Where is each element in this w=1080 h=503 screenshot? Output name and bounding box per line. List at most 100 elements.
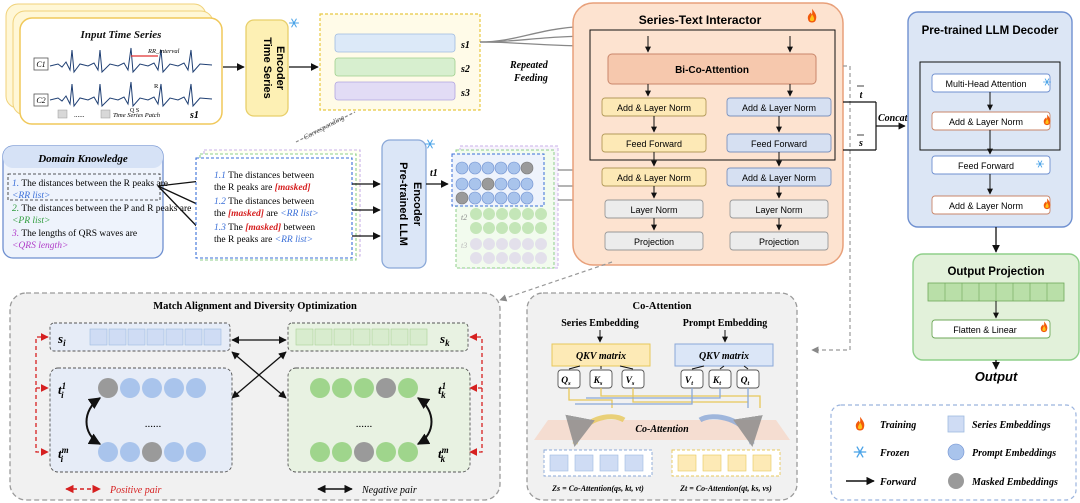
domain-knowledge-title: Domain Knowledge [37, 153, 128, 165]
masked-embedding-swatch [948, 473, 964, 489]
rr-interval-label: RR_interval [147, 48, 180, 55]
bi-co-attention-label: Bi-Co-Attention [675, 65, 749, 76]
knowledge-item-2-tag: <PR list> [12, 216, 50, 226]
series-token-s2: s2 [460, 64, 470, 75]
prompt-embedding-swatch [947, 443, 965, 461]
ti1-embeddings [98, 378, 206, 398]
positive-pair-label: Positive pair [109, 485, 161, 496]
negative-pair-label: Negative pair [361, 485, 417, 496]
decoder-feed-forward: Feed Forward [958, 161, 1014, 171]
co-attention-title: Co-Attention [633, 301, 692, 312]
tk1-embeddings [310, 378, 418, 398]
inner-co-attention-label: Co-Attention [635, 424, 689, 435]
interactor-title: Series-Text Interactor [639, 13, 762, 27]
legend-training: Training [880, 420, 916, 431]
t2-rows [470, 208, 547, 234]
left-layer-norm: Layer Norm [630, 205, 677, 215]
ts-encoder-line1: Time Series [261, 37, 273, 99]
series-text-interactor: Series-Text Interactor Bi-Co-Attention A… [572, 2, 844, 266]
si-label: si [57, 331, 66, 348]
knowledge-item-3: 3. The lengths of QRS waves are [11, 228, 137, 239]
patch-dots: ...... [74, 111, 85, 119]
llm-encoder-line2: Encoder [411, 182, 423, 227]
prompt-1-line1: 1.1 The distances between [214, 171, 314, 181]
time-series-encoder: Time Series Encoder [245, 18, 300, 117]
ti-dots: ...... [145, 418, 162, 430]
concat-section: t s Concat [843, 85, 909, 151]
right-feed-forward: Feed Forward [751, 139, 807, 149]
si-embeddings [89, 328, 222, 346]
r-peak-label: R [154, 83, 159, 90]
vt-box: Vt [685, 376, 693, 387]
t-bar-label: t [860, 90, 864, 101]
prompt-embedding-label: Prompt Embedding [683, 318, 768, 329]
left-add-norm-1: Add & Layer Norm [617, 103, 691, 113]
qkv-series-label: QKV matrix [576, 351, 626, 362]
co-attention-plane [534, 420, 790, 440]
qrs-label: Q S [130, 108, 139, 114]
knowledge-item-2: 2. The distances between the P and R pea… [12, 204, 191, 214]
t3-rows [470, 238, 547, 264]
legend-forward: Forward [879, 477, 917, 488]
zt-embeddings [677, 454, 772, 472]
t2-token-label: t2 [461, 213, 467, 222]
legend-panel: Training Frozen Forward Series Embedding… [830, 404, 1077, 501]
prompt-stack: 1.1 The distances between the R peaks ar… [195, 149, 361, 261]
s-bar-label: s [858, 138, 863, 149]
match-title: Match Alignment and Diversity Optimizati… [153, 301, 357, 312]
prompt-3-line2: the R peaks are <RR list> [214, 235, 313, 245]
zs-formula: Zs = Co-Attention(qs, kt, vt) [551, 484, 644, 493]
decoder-add-norm-2: Add & Layer Norm [949, 201, 1023, 211]
repeated-feeding-line2: Feeding [513, 73, 548, 84]
kt-box: Kt [712, 376, 721, 387]
c1-label: C1 [36, 60, 45, 69]
zs-embeddings [549, 454, 644, 472]
repeated-feeding-line1: Repeated [509, 60, 549, 71]
match-alignment-panel: Match Alignment and Diversity Optimizati… [9, 292, 501, 501]
knowledge-item-1-tag: <RR list> [12, 191, 50, 201]
left-projection: Projection [634, 237, 674, 247]
output-vector [927, 282, 1065, 302]
zt-formula: Zt = Co-Attention(qt, ks, vs) [679, 484, 772, 493]
right-add-norm-2: Add & Layer Norm [742, 173, 816, 183]
input-time-series-title: Input Time Series [80, 29, 162, 41]
output-label: Output [975, 369, 1018, 384]
prompt-2-line1: 1.2 The distances between [214, 197, 314, 207]
qt-box: Qt [741, 376, 750, 387]
c2-box [33, 93, 49, 107]
series-embedding-label: Series Embedding [561, 318, 639, 329]
co-attention-panel: Co-Attention Series Embedding Prompt Emb… [526, 292, 798, 501]
tk-dots: ...... [356, 418, 373, 430]
knowledge-item-1: 1. The distances between the R peaks are [12, 179, 168, 189]
ts-encoder-line2: Encoder [274, 46, 286, 91]
patch-s1-label: s1 [189, 110, 199, 121]
legend-masked-emb: Masked Embeddings [971, 477, 1058, 488]
right-projection: Projection [759, 237, 799, 247]
flatten-linear-label: Flatten & Linear [953, 325, 1017, 335]
left-feed-forward: Feed Forward [626, 139, 682, 149]
domain-knowledge-panel: Domain Knowledge 1. The distances betwee… [2, 145, 191, 259]
ks-box: Ks [593, 376, 603, 387]
prompt-3-line1: 1.3 The [masked] between [214, 223, 315, 233]
output-projection-title: Output Projection [947, 266, 1044, 278]
corresponding-label: Corresponding [302, 113, 346, 142]
decoder-mha: Multi-Head Attention [945, 79, 1026, 89]
output-projection: Output Projection Flatten & Linear [912, 253, 1080, 361]
vs-box: Vs [626, 376, 635, 387]
t1-row-2 [455, 177, 534, 191]
left-add-norm-2: Add & Layer Norm [617, 173, 691, 183]
c1-box [33, 57, 49, 71]
knowledge-item-3-tag: <QRS length> [12, 241, 68, 251]
legend-series-emb: Series Embeddings [972, 420, 1051, 431]
series-token-stack: s1 s2 s3 [319, 13, 481, 111]
llm-encoder-line1: Pre-trained LLM [397, 162, 409, 246]
patch-label: Time Series Patch [113, 112, 160, 119]
t1-token-label: t1 [430, 168, 438, 179]
legend-prompt-emb: Prompt Embeddings [972, 448, 1056, 459]
decoder-title-line: Pre-trained LLM Decoder [922, 25, 1059, 37]
frozen-snowflake-icon [424, 139, 436, 149]
